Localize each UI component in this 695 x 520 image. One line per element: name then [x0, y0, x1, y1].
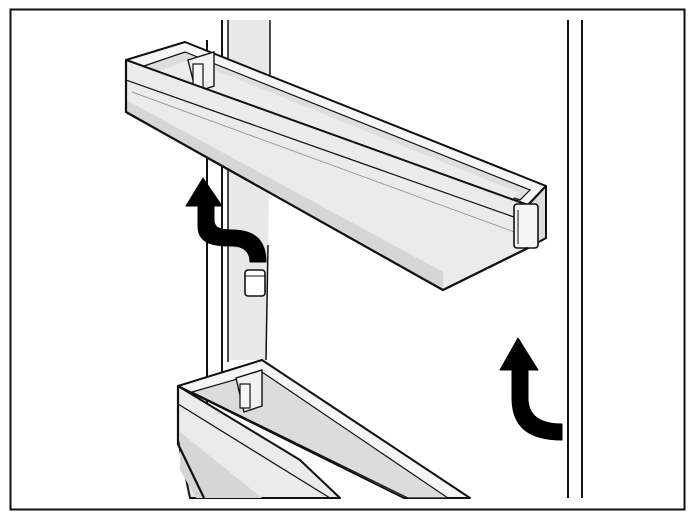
- upper-door-shelf: [124, 41, 547, 292]
- rail-hook-slot: [244, 269, 266, 297]
- lift-arrow-right: [499, 337, 563, 441]
- lift-arrow-left: [185, 177, 267, 263]
- lower-door-shelf: [176, 359, 471, 499]
